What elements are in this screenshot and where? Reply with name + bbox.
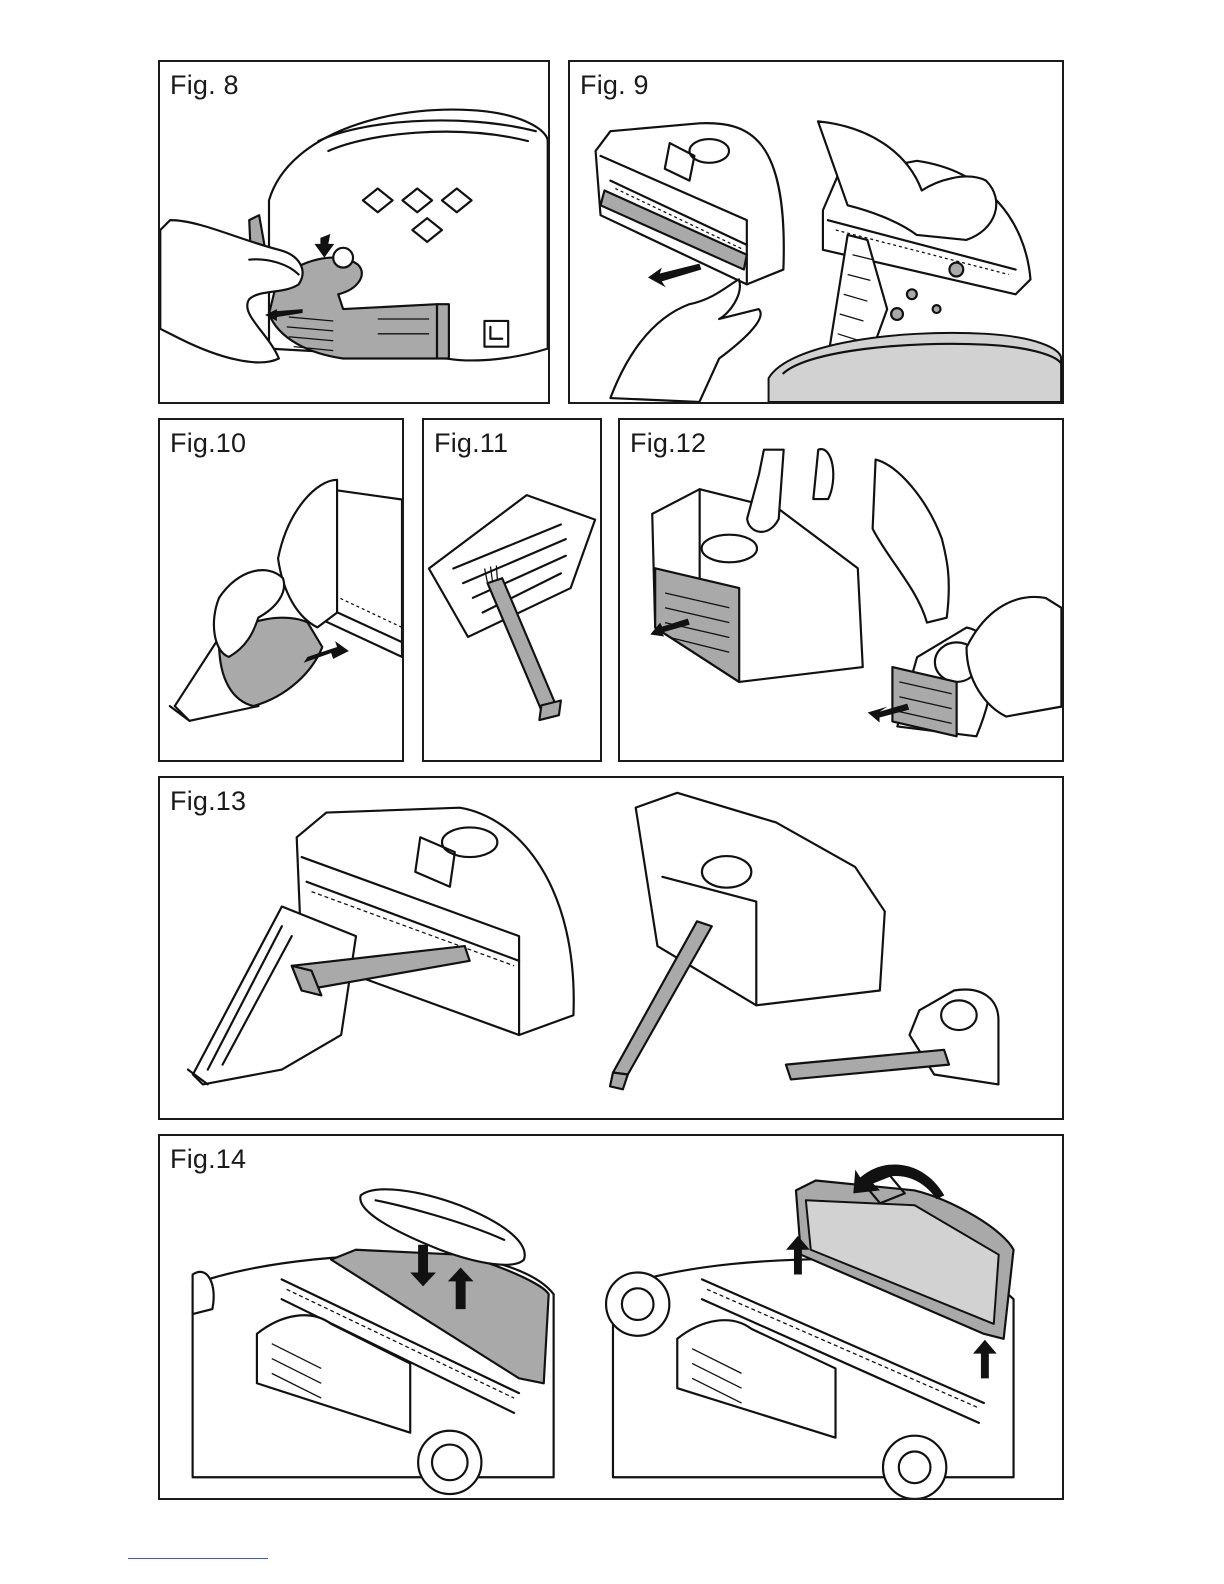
figure-11-panel: Fig.11 [422, 418, 602, 762]
figure-10-panel: Fig.10 [158, 418, 404, 762]
figure-14-panel: Fig.14 [158, 1134, 1064, 1500]
figure-14-illustration [160, 1136, 1062, 1498]
figure-8-panel: Fig. 8 [158, 60, 550, 404]
figure-12-panel: Fig.12 [618, 418, 1064, 762]
figure-10-label: Fig.10 [170, 428, 246, 459]
figure-8-illustration [160, 62, 548, 402]
figure-12-illustration [620, 420, 1062, 760]
figure-11-illustration [424, 420, 600, 760]
footer-rule [128, 1558, 268, 1559]
figure-14-label: Fig.14 [170, 1144, 246, 1175]
figure-13-illustration [160, 778, 1062, 1118]
figure-12-label: Fig.12 [630, 428, 706, 459]
figure-9-panel: Fig. 9 [568, 60, 1064, 404]
figure-11-label: Fig.11 [434, 428, 508, 459]
figure-13-panel: Fig.13 [158, 776, 1064, 1120]
figure-10-illustration [160, 420, 402, 760]
figure-9-label: Fig. 9 [580, 70, 649, 101]
figure-8-label: Fig. 8 [170, 70, 239, 101]
figure-13-label: Fig.13 [170, 786, 246, 817]
figure-9-illustration [570, 62, 1062, 402]
